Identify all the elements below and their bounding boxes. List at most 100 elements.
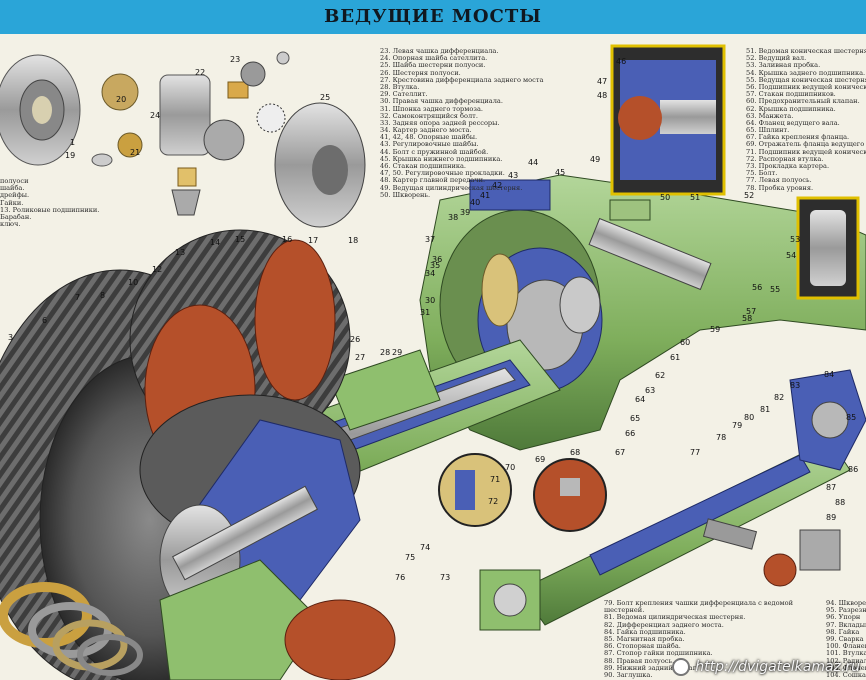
callout-number: 83 [790,381,800,390]
legend-item: 87. Стопор гайки подшипника. [604,649,713,658]
callout-number: 27 [355,353,365,362]
legend-item: 96. Упорн [826,613,861,622]
callout-number: 76 [395,573,405,582]
legend-item: 103. Фланец [826,663,866,672]
legend-item: 85. Магнитная пробка. [604,634,685,643]
legend-item: 81. Ведомая цилиндрическая шестерня. [604,613,746,622]
inset-plug-detail-right [533,458,607,532]
legend-item: 41, 42, 48. Опорные шайбы. [380,133,478,142]
watermark-text: http://dvigatelkamaz.ru [695,659,860,675]
legend-item: 27. Крестовина дифференциала заднего мос… [380,75,544,84]
title-banner [0,0,866,34]
callout-number: 3 [8,333,13,342]
legend-item: 31. Шпонка заднего тормоза. [380,104,483,113]
callout-number: 39 [460,208,470,217]
legend-item: 45. Крышка нижнего подшипника. [380,154,503,163]
differential-parts [91,51,366,228]
legend-item: 44. Болт с пружинной шайбой. [380,147,489,156]
legend-item: 62. Крышка подшипника. [746,104,836,113]
legend-item: 25. Шайба шестерни полуоси. [380,61,486,70]
callout-number: 80 [744,413,754,422]
legend-item: 50. Шкворень. [380,190,431,199]
callout-number: 44 [528,158,538,167]
legend-item: 48. Картер главной передачи. [380,176,486,185]
callout-number: 29 [392,348,402,357]
callout-number: 72 [488,497,498,506]
legend-item: 46. Стакан подшипника. [380,162,467,170]
callout-number: 20 [116,95,126,104]
watermark: http://dvigatelkamaz.ru [672,658,860,676]
callout-number: 50 [660,193,670,202]
callout-number: 25 [320,93,330,102]
callout-number: 21 [130,148,140,157]
legend-item: 30. Правая чашка дифференциала. [380,97,503,106]
legend-item: 84. Гайка подшипника. [604,627,686,636]
callout-number: 55 [770,285,780,294]
legend-item: ключ. [0,220,21,229]
callout-number: 51 [690,193,700,202]
callout-number: 77 [690,448,700,457]
callout-number: 13 [175,248,185,257]
callout-number: 37 [425,235,435,244]
callout-number: 86 [848,465,858,474]
propeller-shaft [479,369,866,631]
globe-icon [672,658,691,676]
legend-item: 51. Ведомая коническая шестерня [746,47,866,55]
legend-item: 75. Болт. [746,169,778,178]
inset-bearing-detail [610,44,726,196]
callout-number: 88 [835,498,845,507]
hub-assembly [159,419,396,680]
callout-number: 71 [490,475,500,484]
callout-number: 57 [746,307,756,316]
legend-item: 98. Гайка [826,627,860,636]
callout-number: 48 [597,91,607,100]
callout-number: 24 [150,111,160,120]
callout-number: 87 [826,483,836,492]
callout-number: 22 [195,68,205,77]
legend-top: 23. Левая чашка дифференциала.24. Опорна… [380,47,544,199]
joint-parts [702,518,841,587]
callout-number: 35 [430,261,440,270]
legend-item: 32. Самоконтрящийся болт. [380,111,478,120]
legend-item: 13. Роликовые подшипники. [0,205,100,214]
legend-item: Гайки. [0,198,24,207]
legend-item: 94. Шкворень [826,599,866,607]
legend-item: 102. Радиал [826,656,866,665]
callout-number: 53 [790,235,800,244]
legend-item: 82. Дифференциал заднего моста. [604,620,724,629]
callout-number: 23 [230,55,240,64]
legend-item: 26. Шестерня полуоси. [380,68,461,77]
callout-number: 84 [824,370,834,379]
callout-number: 85 [846,413,856,422]
legend-item: 78. Пробка уровня. [746,183,814,192]
legend-item: 63. Манжета. [746,111,794,120]
bearing-rings [0,582,143,676]
legend-item: шестерней. [604,606,645,615]
legend-item: 64. Фланец ведущего вала. [746,118,840,127]
legend-item: 73. Прокладка картера. [746,162,830,170]
callout-number: 26 [350,335,360,344]
callout-number: 10 [128,278,138,287]
legend-item: 55. Ведущая коническая шестерня. [746,75,866,84]
callout-number: 45 [555,168,565,177]
callout-number: 40 [470,198,480,207]
callout-number: 70 [505,463,515,472]
callout-number: 7 [75,293,80,302]
callout-number: 8 [100,291,105,300]
legend-item: 49. Ведущая цилиндрическая шестерня. [380,183,523,192]
legend-item: 100. Фланец [826,642,866,651]
poster-title: ВЕДУЩИЕ МОСТЫ [324,6,542,27]
callout-number: 41 [480,191,490,200]
callout-number: 30 [425,296,435,305]
legend-item: 43. Регулировочные шайбы. [380,140,479,149]
legend-item: 53. Заливная пробка. [746,61,821,70]
legend-item: шайба. [0,184,25,193]
legend-item: 24. Опорная шайба сателлита. [380,54,488,63]
callout-number: 36 [432,255,442,264]
callout-number: 14 [210,238,220,247]
callout-number: 68 [570,448,580,457]
callout-number: 12 [152,265,162,274]
callout-number: 60 [680,338,690,347]
